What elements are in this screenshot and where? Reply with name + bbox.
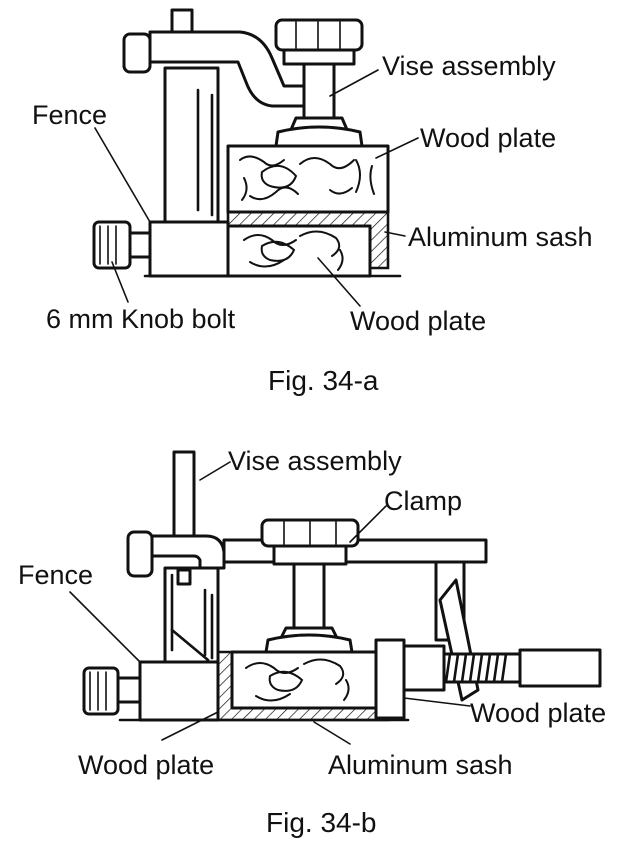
leader-lines-a bbox=[94, 69, 419, 307]
clamp-drawing-b bbox=[222, 518, 602, 702]
label-aluminum-sash-b: Aluminum sash bbox=[328, 750, 513, 780]
fence-drawing-a bbox=[148, 66, 230, 278]
label-wood-plate-right-b: Wood plate bbox=[470, 698, 606, 728]
label-wood-plate-top-a: Wood plate bbox=[420, 123, 556, 153]
aluminum-sash-drawing-b bbox=[216, 638, 406, 722]
caption-fig-34b: Fig. 34-b bbox=[266, 807, 377, 838]
aluminum-sash-drawing-a bbox=[226, 210, 390, 278]
knob-bolt-drawing-b bbox=[82, 666, 142, 716]
label-wood-plate-bottom-a: Wood plate bbox=[350, 306, 486, 336]
caption-fig-34a: Fig. 34-a bbox=[268, 365, 379, 396]
label-vise-assembly-a: Vise assembly bbox=[382, 51, 556, 81]
vise-assembly-drawing-a bbox=[122, 8, 364, 148]
label-vise-assembly-b: Vise assembly bbox=[228, 446, 402, 476]
knob-bolt-drawing-a bbox=[92, 220, 152, 270]
label-knob-bolt-a: 6 mm Knob bolt bbox=[46, 304, 236, 334]
figure-34a: Vise assembly Fence Wood plate Aluminum … bbox=[32, 8, 593, 396]
label-fence-b: Fence bbox=[18, 560, 93, 590]
wood-plate-top-drawing-a bbox=[226, 144, 390, 214]
leader-lines-b bbox=[69, 461, 471, 745]
label-wood-plate-left-b: Wood plate bbox=[78, 750, 214, 780]
label-fence-a: Fence bbox=[32, 100, 107, 130]
label-aluminum-sash-a: Aluminum sash bbox=[408, 222, 593, 252]
figure-34b: Vise assembly Clamp Fence Wood plate Woo… bbox=[18, 446, 606, 838]
vise-assembly-drawing-b bbox=[126, 450, 226, 578]
fence-drawing-b bbox=[138, 566, 220, 722]
label-clamp-b: Clamp bbox=[384, 486, 462, 516]
